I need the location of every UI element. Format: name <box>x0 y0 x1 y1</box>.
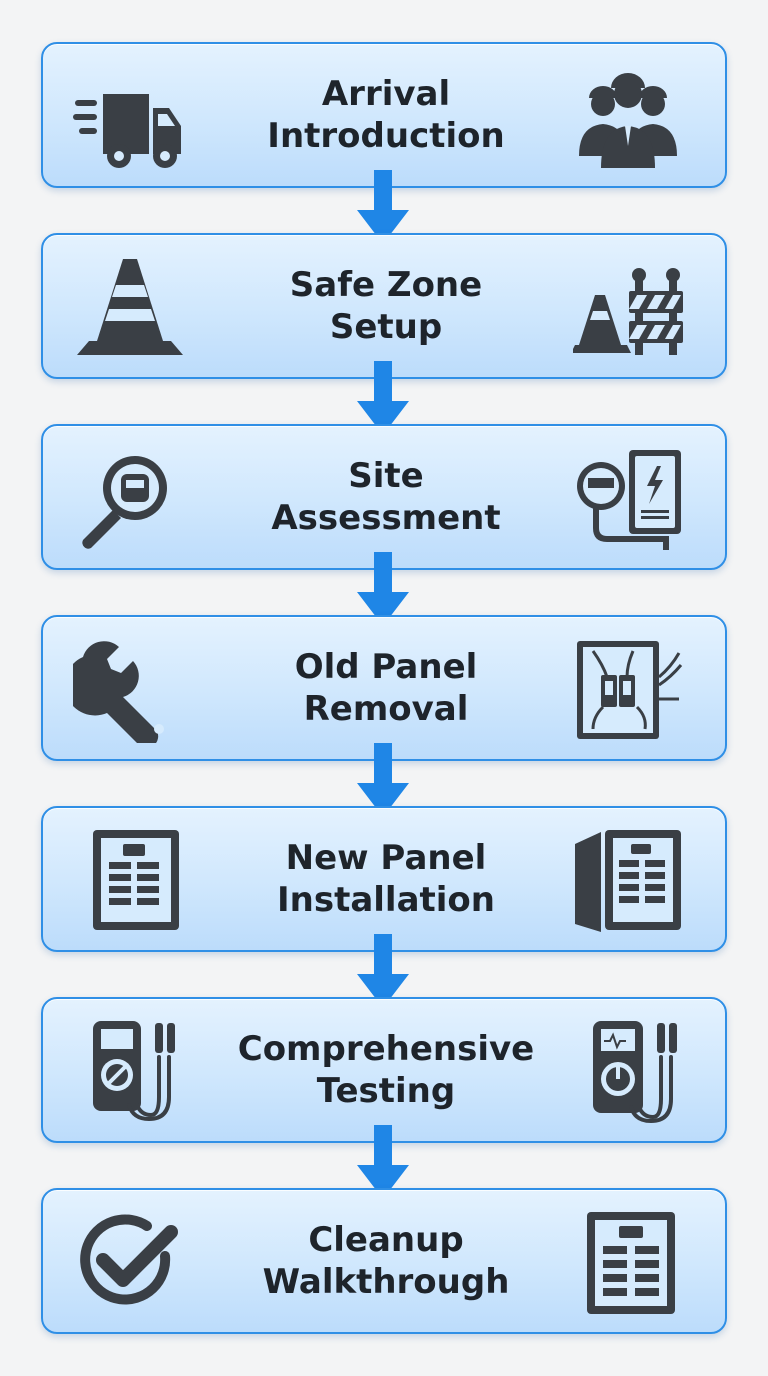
flow-arrow <box>355 743 411 819</box>
barricade-icon <box>573 255 683 361</box>
electric-meter-panel-icon <box>573 446 683 552</box>
flow-arrow <box>355 552 411 628</box>
breaker-panel-icon <box>573 1210 683 1316</box>
flow-arrow <box>355 170 411 246</box>
wired-panel-icon <box>573 637 683 743</box>
flow-arrow <box>355 361 411 437</box>
breaker-panel-icon <box>73 828 183 934</box>
flow-arrow <box>355 934 411 1010</box>
traffic-cone-icon <box>73 255 183 361</box>
magnifier-meter-icon <box>73 446 183 552</box>
work-crew-icon <box>573 64 683 170</box>
checkmark-icon <box>73 1210 183 1316</box>
open-panel-icon <box>573 828 683 934</box>
delivery-truck-icon <box>73 64 183 170</box>
multimeter-icon <box>73 1019 183 1125</box>
flow-arrow <box>355 1125 411 1201</box>
multimeter-dial-icon <box>573 1019 683 1125</box>
wrench-icon <box>73 637 183 743</box>
